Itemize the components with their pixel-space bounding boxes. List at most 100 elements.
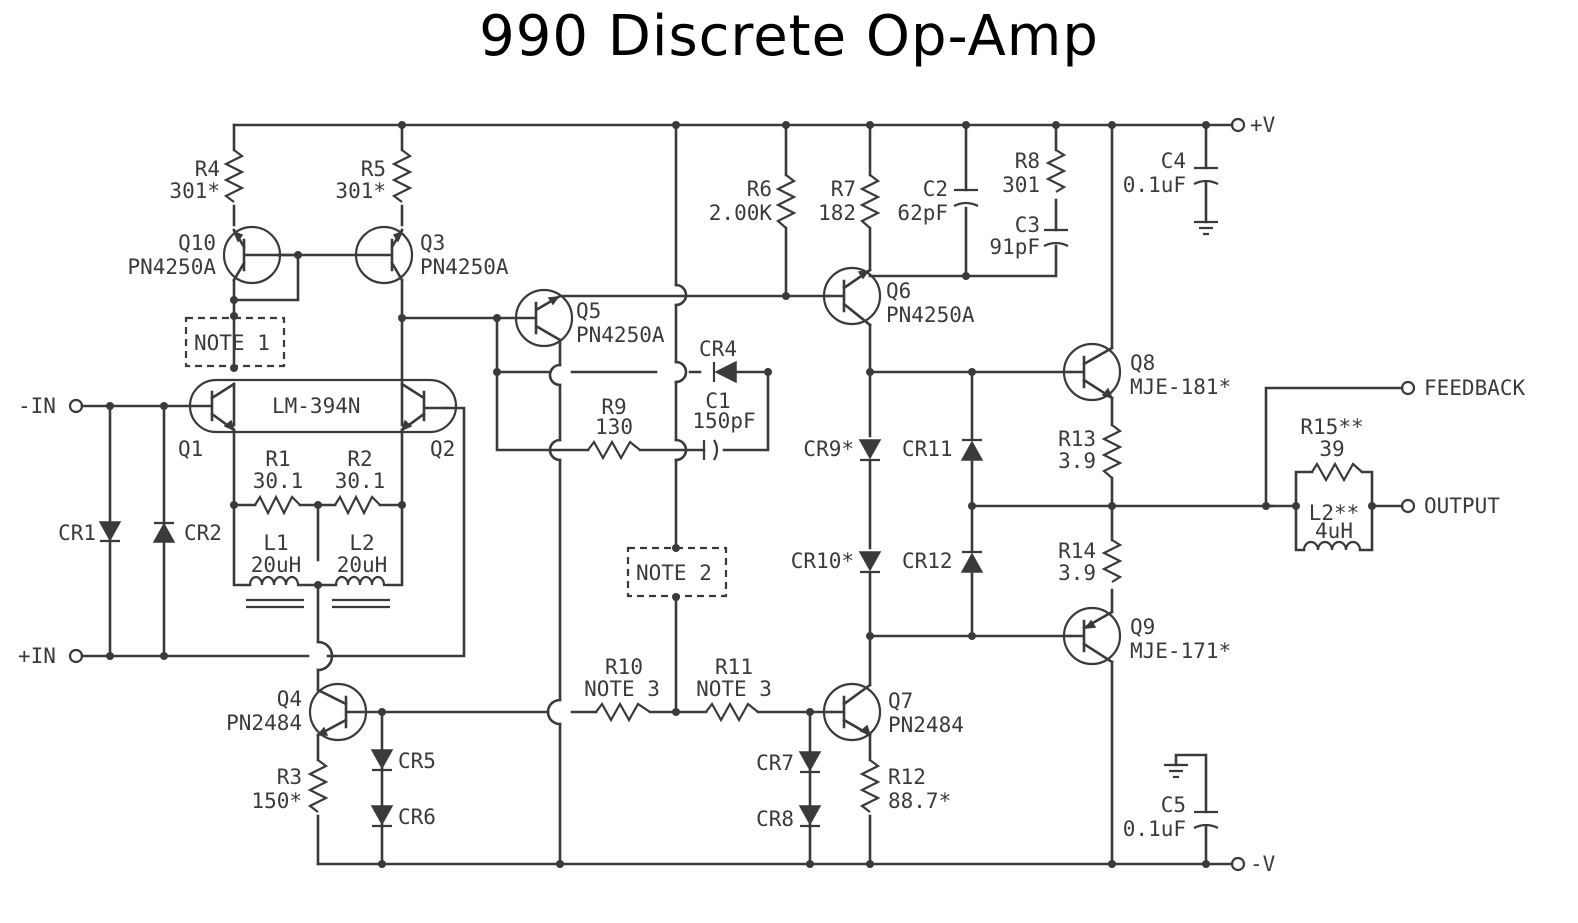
q6-transistor bbox=[822, 266, 882, 327]
r12-resistor bbox=[859, 759, 881, 813]
pos-in-label: +IN bbox=[18, 644, 56, 668]
r15-value: 39 bbox=[1319, 437, 1344, 461]
cr9-diode bbox=[858, 439, 882, 460]
lm394-label: LM-394N bbox=[272, 394, 361, 418]
transistors bbox=[188, 225, 1122, 742]
c3-capacitor bbox=[1043, 228, 1069, 247]
r11-resistor bbox=[705, 701, 759, 723]
resistors bbox=[223, 149, 1363, 813]
r5-value: 301* bbox=[335, 179, 386, 203]
l2-inductor bbox=[334, 575, 388, 587]
r10-value: NOTE 3 bbox=[584, 677, 660, 701]
cr8-diode bbox=[798, 805, 822, 826]
r4-resistor bbox=[223, 149, 245, 203]
r9-value: 130 bbox=[595, 415, 633, 439]
c1-value: 150pF bbox=[692, 409, 755, 433]
ground-symbol bbox=[1194, 220, 1218, 236]
q10-part: PN4250A bbox=[127, 255, 216, 279]
r5-resistor bbox=[391, 149, 413, 203]
cr10-label: CR10* bbox=[791, 549, 854, 573]
r9-label: R9 bbox=[601, 395, 626, 419]
cr7-label: CR7 bbox=[756, 751, 794, 775]
q8-transistor bbox=[1062, 342, 1122, 402]
cr6-diode bbox=[370, 805, 394, 826]
r3-resistor bbox=[307, 759, 329, 813]
cr11-diode bbox=[960, 440, 984, 461]
r4-label: R4 bbox=[195, 157, 220, 181]
c5-capacitor bbox=[1193, 810, 1219, 829]
r5-label: R5 bbox=[361, 157, 386, 181]
r6-value: 2.00K bbox=[709, 201, 773, 225]
q4-label: Q4 bbox=[277, 687, 302, 711]
r3-value: 150* bbox=[251, 789, 302, 813]
feedback-label: FEEDBACK bbox=[1424, 376, 1526, 400]
output-label: OUTPUT bbox=[1424, 494, 1500, 518]
note1-box bbox=[184, 316, 286, 368]
cr7-diode bbox=[798, 751, 822, 772]
r3-label: R3 bbox=[277, 765, 302, 789]
neg-in-label: -IN bbox=[18, 394, 56, 418]
r8-resistor bbox=[1045, 149, 1067, 193]
capacitors bbox=[702, 166, 1219, 829]
cr5-diode bbox=[370, 749, 394, 770]
c5-label: C5 bbox=[1161, 793, 1186, 817]
r2-resistor bbox=[334, 494, 381, 516]
cr10-diode bbox=[858, 551, 882, 572]
cr1-diode bbox=[98, 521, 122, 542]
c2-value: 62pF bbox=[897, 201, 948, 225]
cr12-diode bbox=[960, 552, 984, 573]
note2-box bbox=[626, 546, 728, 598]
q9-part: MJE-171* bbox=[1130, 639, 1231, 663]
r9-resistor bbox=[587, 439, 641, 461]
cr6-label: CR6 bbox=[398, 805, 436, 829]
q5-transistor bbox=[495, 288, 574, 348]
r7-value: 182 bbox=[818, 201, 856, 225]
c3-value: 91pF bbox=[989, 235, 1040, 259]
q7-part: PN2484 bbox=[888, 713, 964, 737]
ground-symbol bbox=[1164, 763, 1188, 779]
l1-inductor bbox=[248, 575, 300, 587]
r13-resistor bbox=[1101, 424, 1123, 479]
r4-value: 301* bbox=[169, 179, 220, 203]
r15-resistor bbox=[1311, 461, 1363, 483]
junction-dots bbox=[106, 121, 1376, 868]
r12-value: 88.7* bbox=[888, 789, 951, 813]
r14-resistor bbox=[1101, 539, 1123, 583]
cr2-diode bbox=[152, 522, 176, 543]
r6-label: R6 bbox=[747, 177, 772, 201]
q3-transistor bbox=[354, 225, 414, 285]
r13-label: R13 bbox=[1058, 427, 1096, 451]
cr11-label: CR11 bbox=[902, 437, 953, 461]
r14-value: 3.9 bbox=[1058, 561, 1096, 585]
c5-value: 0.1uF bbox=[1123, 817, 1186, 841]
r10-label: R10 bbox=[605, 655, 643, 679]
r11-label: R11 bbox=[715, 655, 753, 679]
l2-value: 20uH bbox=[337, 553, 388, 577]
c2-label: C2 bbox=[923, 177, 948, 201]
l2b-inductor bbox=[1302, 540, 1362, 551]
page-title: 990 Discrete Op-Amp bbox=[479, 4, 1099, 69]
q9-label: Q9 bbox=[1130, 615, 1155, 639]
note1-label: NOTE 1 bbox=[194, 331, 270, 355]
c4-label: C4 bbox=[1161, 149, 1186, 173]
q5-label: Q5 bbox=[576, 299, 601, 323]
cr12-label: CR12 bbox=[902, 549, 953, 573]
inductors bbox=[246, 540, 1362, 609]
q7-transistor bbox=[822, 682, 882, 742]
pos-supply-label: +V bbox=[1250, 113, 1276, 137]
c3-label: C3 bbox=[1015, 213, 1040, 237]
r8-value: 301 bbox=[1002, 173, 1040, 197]
q6-label: Q6 bbox=[886, 279, 911, 303]
r7-label: R7 bbox=[831, 177, 856, 201]
c4-capacitor bbox=[1193, 166, 1219, 185]
c4-value: 0.1uF bbox=[1123, 173, 1186, 197]
c2-capacitor bbox=[953, 188, 979, 207]
q2-label: Q2 bbox=[430, 437, 455, 461]
c1-capacitor bbox=[702, 439, 719, 461]
q10-transistor bbox=[222, 225, 282, 285]
r1-value: 30.1 bbox=[253, 469, 304, 493]
cr8-label: CR8 bbox=[756, 807, 794, 831]
cr4-diode bbox=[714, 360, 737, 384]
c1-label: C1 bbox=[705, 389, 730, 413]
q10-label: Q10 bbox=[178, 231, 216, 255]
